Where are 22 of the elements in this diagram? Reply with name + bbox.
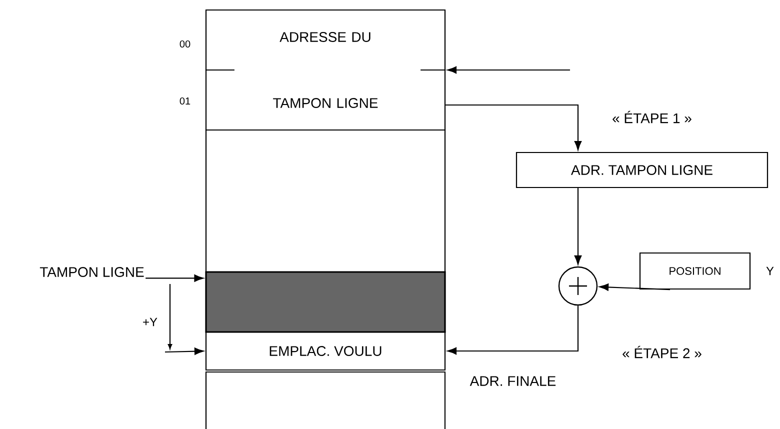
shaded-memory-cell (205, 271, 446, 333)
memory-cell: ADRESSE DU TAMPON LIGNE (204, 9, 446, 131)
address-label: 01 (180, 97, 190, 105)
memory-cell: EMPLAC. VOULU (205, 331, 446, 371)
process-box: ADR. TAMPON LIGNE (516, 152, 768, 188)
adder-circle (558, 266, 598, 306)
address-label: 00 (180, 40, 190, 48)
edge-label: « ÉTAPE 2 » (621, 344, 703, 360)
arrow (446, 104, 582, 150)
edge-label: « ÉTAPE 1 » (611, 110, 693, 124)
arrow (599, 284, 670, 291)
arrow (447, 66, 570, 74)
address-label: ADR. FINALE (470, 376, 556, 386)
memory-cell (205, 371, 446, 429)
beside-label: Y (766, 266, 774, 276)
input-box: POSITION (639, 252, 751, 290)
arrow (574, 188, 582, 265)
arrow (146, 274, 204, 282)
pointer-label: TAMPON LIGNE (40, 267, 144, 277)
arrow (447, 306, 579, 355)
arrow (165, 348, 204, 355)
offset-label: +Y (143, 318, 158, 326)
